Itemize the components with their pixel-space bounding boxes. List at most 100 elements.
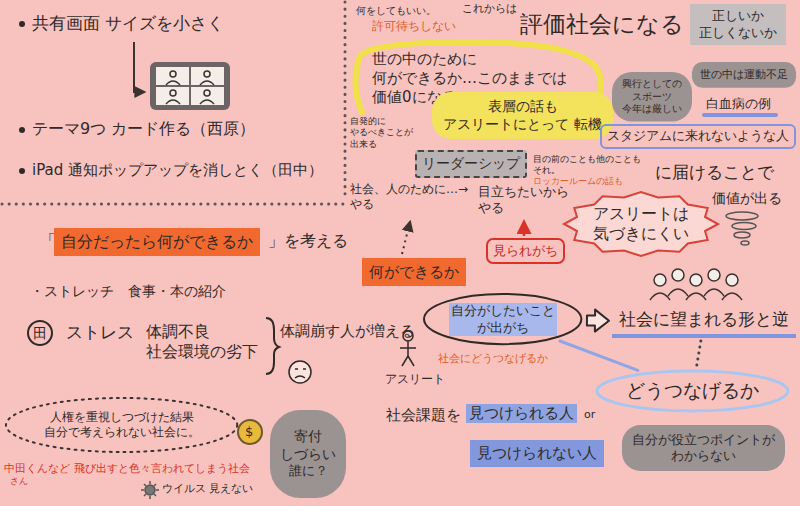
blue-underline [704,113,776,117]
highlight-box: 自分だったら何ができるか [54,228,260,256]
ellipse-node: 自分がしたいこと が出がち [422,292,584,347]
red-arrow [523,222,526,236]
node-text: 寄付 しづらい [278,428,338,463]
speaker-mark: 田 [33,325,47,343]
note-text: これからは [462,2,517,16]
gray-blob: 世の中は運動不足 [692,62,796,88]
note-text: 社会課題を [386,406,461,425]
dotted-arrow [402,222,410,254]
crowd-icon [650,289,742,300]
blob-shape [612,72,692,122]
gray-blob: 興行としての スポーツ 今年は厳しい [612,72,692,122]
note-text: 社会にどうつなげるか [438,352,548,366]
dotted-ellipse: 人権を重視しつづけた結果 自分で考えられない社会に。 [4,396,240,454]
note-text: 体調不良 社会環境の劣下 [146,322,262,362]
crowd-icon [654,274,666,286]
highlight-box: 何ができるか [362,258,466,286]
speaker-circle [28,321,52,345]
note-text: ストレス [66,322,134,343]
tornado-icon [726,212,758,245]
yellow-highlight: 表層の話も アスリートにとって 転機 [432,92,613,139]
note-text: 目の前のことも他のことも それ。 [533,154,645,177]
node-text: 自分だったら何ができるか [61,232,253,252]
link-stroke [560,341,638,370]
node-text: 表層の話も アスリートにとって 転機 [440,98,605,133]
tablet-icon [170,71,176,77]
red-arrow [524,222,525,236]
node-text: 人権を重視しつづけた結果 自分で考えられない社会に。 [42,410,202,440]
sick-face [289,361,311,383]
node-text: どうつなげるか [626,379,759,403]
virus-icon [141,481,159,499]
note-text: 目立ちたいから やる [478,184,573,217]
note-text: 許可待ちしない [372,19,456,34]
virus-icon [145,485,155,495]
note-text: iPad 通知ポップアップを消しとく（田中） [32,161,323,180]
coin-icon [238,420,262,444]
note-text: 飛び出すと色々言われてしまう社会 [74,462,250,476]
node-text: 見つけられない人 [477,444,597,463]
coin-icon [238,420,262,444]
node-text: 自分がしたいこと が出がち [449,303,557,336]
tablet-icon [204,90,210,96]
tablet-icon [134,42,144,92]
note-text: 価値が出る [712,190,782,208]
dotted-divider [2,2,345,204]
tablet-icon [204,71,210,77]
bullet-dot [19,21,25,174]
blob-shape [270,410,346,498]
underlined-text-box: 社会に望まれる形と逆 [612,306,796,338]
node-text: 正しいか 正しくないか [697,8,779,41]
note-text: 何をしてもいい。 [356,5,436,18]
block-arrow [587,310,609,332]
tablet-icon [170,90,176,96]
sick-face [295,369,306,378]
dashed-box: リーダーシップ [415,150,527,178]
tornado-icon [741,241,749,245]
node-text: アスリートは 気づきにくい [591,204,691,244]
blob-shape [692,62,796,88]
brace [266,318,279,374]
red-outline-box: 見られがち [486,238,565,264]
node-text: 誰に？ [289,463,328,479]
crowd-icon [672,269,684,281]
athlete-figure [400,341,416,366]
burst-shape: アスリートは 気づきにくい [562,190,720,258]
note-text: 体調崩す人が増える [280,322,415,341]
link-stroke [697,341,701,365]
virus-icon [141,481,159,499]
ellipse-shape [424,294,581,344]
note-text: 中田くんなど [4,462,70,476]
link-line [697,341,701,365]
note-text: テーマ9つ カード作る（西原） [32,119,255,139]
outlined-box: スタジアムに来れないような人 [600,124,796,149]
figure-label: アスリート [385,372,445,387]
gray-blob: 自分が役立つポイントが わからない [622,425,785,471]
node-text: 自分が役立つポイントが わからない [630,432,777,465]
note-text: or [584,408,595,422]
blue-underline [704,115,776,116]
ellipse-shape [597,371,788,411]
tablet-icon [134,42,230,110]
tablet-icon [166,71,214,104]
tornado-icon [734,232,750,238]
blob-shape [622,425,785,471]
gray-box: 正しいか 正しくないか [690,4,786,45]
note-text: 白血病の例 [706,96,771,112]
tablet-icon [156,67,224,105]
blue-ellipse: どうつなげるか [594,368,791,414]
note-text: さん [10,476,28,487]
dotted-arrow [402,222,410,254]
bullet-dot [19,168,25,174]
blob-shape [432,92,613,139]
tablet-icon [150,62,230,110]
crowd-icon [726,274,738,286]
sick-face [289,361,311,383]
gray-blob: 寄付 しづらい誰に？ [270,410,346,498]
brace [266,318,279,374]
dotted-divider [2,2,345,204]
note-text: 共有画面 サイズを小さく [32,13,224,34]
burst-shape [564,192,718,256]
bullet-dot [19,127,25,133]
